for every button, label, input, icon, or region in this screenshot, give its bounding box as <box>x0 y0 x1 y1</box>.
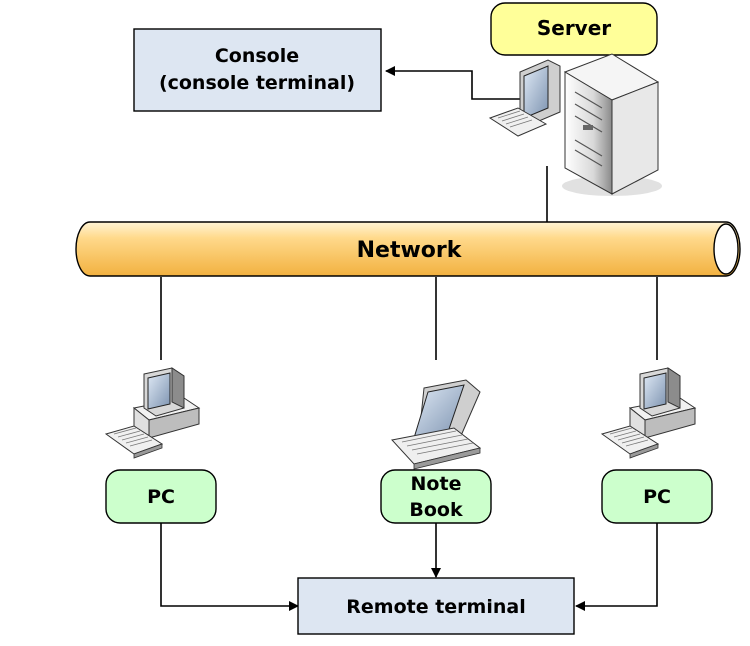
pc-right-remote-arrow <box>575 523 658 611</box>
network-label: Network <box>357 238 463 263</box>
laptop-icon <box>391 379 482 470</box>
console-box: Console (console terminal) <box>133 28 382 112</box>
pc-right-computer-icon <box>601 367 696 459</box>
server-label-text: Server <box>537 16 611 40</box>
server-tower-icon <box>562 53 662 196</box>
pc-left-label-text: PC <box>147 486 175 508</box>
server-label: Server <box>490 2 658 56</box>
server-workstation-icon <box>488 59 561 137</box>
pc-left-label: PC <box>105 469 217 524</box>
console-title: Console <box>215 45 299 67</box>
pc-right-label-text: PC <box>643 486 671 508</box>
notebook-label-line1: Note <box>411 473 462 495</box>
pc-left-computer-icon <box>105 367 200 459</box>
pc-right-label: PC <box>601 469 713 524</box>
notebook-label: Note Book <box>380 469 492 524</box>
remote-terminal-label: Remote terminal <box>346 596 525 618</box>
connectors <box>160 66 658 611</box>
server-console-arrow <box>385 66 522 100</box>
remote-terminal-box: Remote terminal <box>297 577 575 635</box>
pc-left-remote-arrow <box>160 523 299 611</box>
notebook-label-line2: Book <box>409 499 463 521</box>
network-pipe: Network <box>75 221 741 277</box>
console-subtitle: (console terminal) <box>159 72 355 94</box>
